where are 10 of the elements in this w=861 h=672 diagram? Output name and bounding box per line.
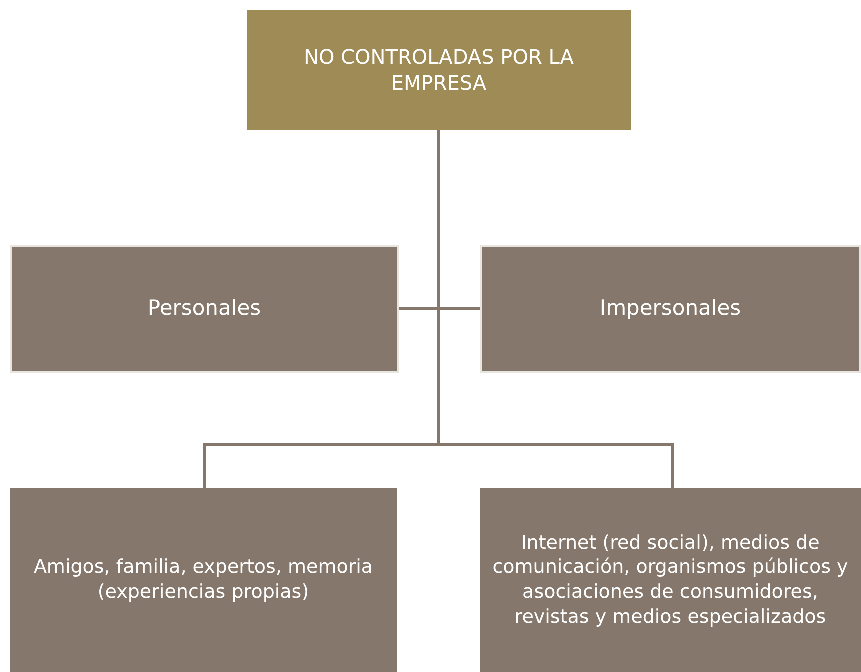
category-box	[480, 245, 861, 373]
example-box	[10, 488, 397, 672]
box-label: Internet (red social), medios de comunicación, organismos públicos y asociaciones de consumidores, revistas y medios especializados	[492, 530, 850, 630]
box-label: Impersonales	[600, 295, 742, 322]
example-box	[480, 488, 861, 672]
box-label: Personales	[148, 295, 262, 322]
box-label: Amigos, familia, expertos, memoria (experiencias propias)	[32, 555, 374, 605]
category-box	[247, 10, 631, 130]
category-box	[10, 245, 399, 373]
box-label: NO CONTROLADAS POR LA EMPRESA	[303, 44, 575, 96]
